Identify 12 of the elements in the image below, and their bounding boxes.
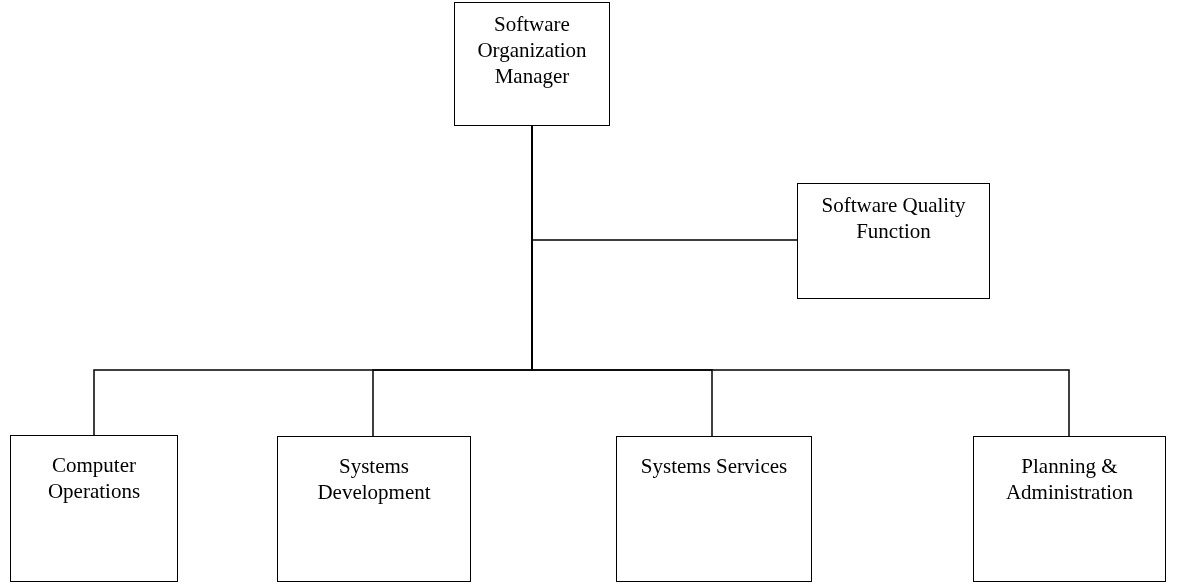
box-label: Software Quality Function: [820, 192, 967, 244]
box-label: Planning & Administration: [1004, 453, 1135, 505]
org-box: [616, 436, 812, 582]
org-box: [973, 436, 1166, 582]
box-label: Systems Services: [640, 453, 788, 479]
org-box: [277, 436, 471, 582]
org-box: [10, 435, 178, 582]
box-label: Systems Development: [316, 453, 432, 505]
org-box: [454, 2, 610, 126]
box-label: Software Organization Manager: [476, 11, 588, 89]
org-box: [797, 183, 990, 299]
box-label: Computer Operations: [46, 452, 142, 504]
